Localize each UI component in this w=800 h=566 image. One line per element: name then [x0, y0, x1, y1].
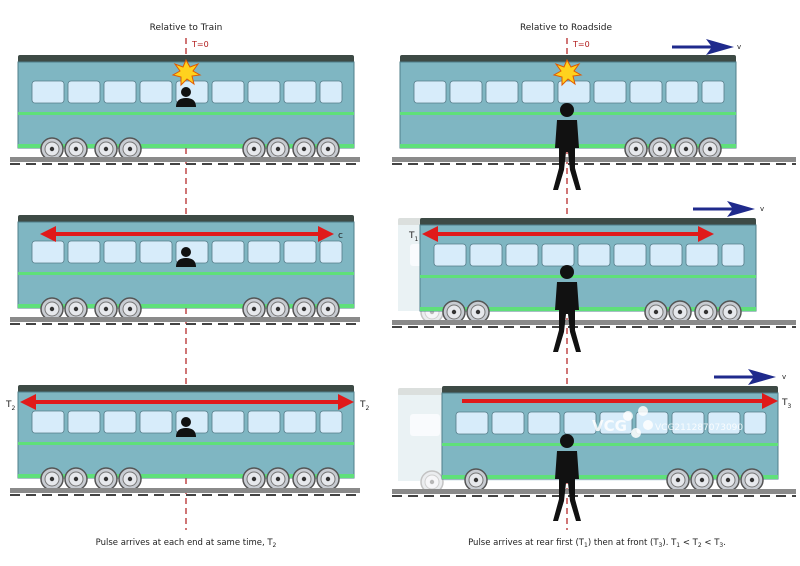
train-windows	[31, 80, 343, 104]
pulse-arrow-front	[462, 393, 778, 409]
left-rail-row3	[10, 488, 360, 496]
pulse-arrow	[40, 226, 334, 242]
right-rail-row2	[392, 320, 796, 328]
left-time-marker: T=0	[191, 40, 209, 49]
right-caption: Pulse arrives at rear first (T1) then at…	[468, 538, 726, 549]
rear-arrival-label: T1	[408, 231, 419, 243]
train-stripe	[18, 112, 354, 115]
front-arrival-label: T3	[781, 398, 792, 410]
left-train-row3	[17, 385, 355, 491]
left-rail-row2	[10, 317, 360, 325]
left-panel: Relative to Train T=0	[5, 23, 370, 549]
left-caption: Pulse arrives at each end at same time, …	[96, 538, 277, 549]
left-rail-row1	[10, 157, 360, 165]
velocity-label: v	[760, 205, 764, 213]
velocity-arrow-row3	[714, 369, 776, 385]
pulse-arrow	[422, 226, 714, 242]
right-panel: Relative to Roadside T=0 v v v	[392, 23, 796, 549]
watermark-id: VCG211287073090	[655, 423, 743, 433]
front-arrival-label: T2	[359, 400, 370, 412]
right-time-marker: T=0	[572, 40, 590, 49]
left-train-row2: c	[17, 215, 355, 321]
watermark: VCG VCG211287073090	[592, 406, 743, 438]
speed-of-light-label: c	[338, 231, 343, 241]
velocity-label: v	[737, 43, 741, 51]
right-train-row2	[419, 218, 757, 324]
light-flash-icon	[552, 58, 583, 87]
watermark-logo-text: VCG	[592, 417, 627, 435]
velocity-arrow-row1	[672, 39, 734, 55]
right-rail-row1	[392, 157, 796, 165]
right-rail-row3	[392, 489, 796, 497]
right-train-row3	[441, 386, 779, 492]
pulse-arrow-arrived	[20, 394, 354, 410]
velocity-arrow-row2	[693, 201, 755, 217]
left-train-row1	[17, 55, 355, 161]
left-panel-title: Relative to Train	[150, 23, 223, 33]
right-panel-title: Relative to Roadside	[520, 23, 613, 33]
velocity-label: v	[782, 373, 786, 381]
light-flash-icon	[171, 58, 202, 87]
watermark-logo-icon	[623, 406, 653, 438]
rear-arrival-label: T2	[5, 400, 16, 412]
